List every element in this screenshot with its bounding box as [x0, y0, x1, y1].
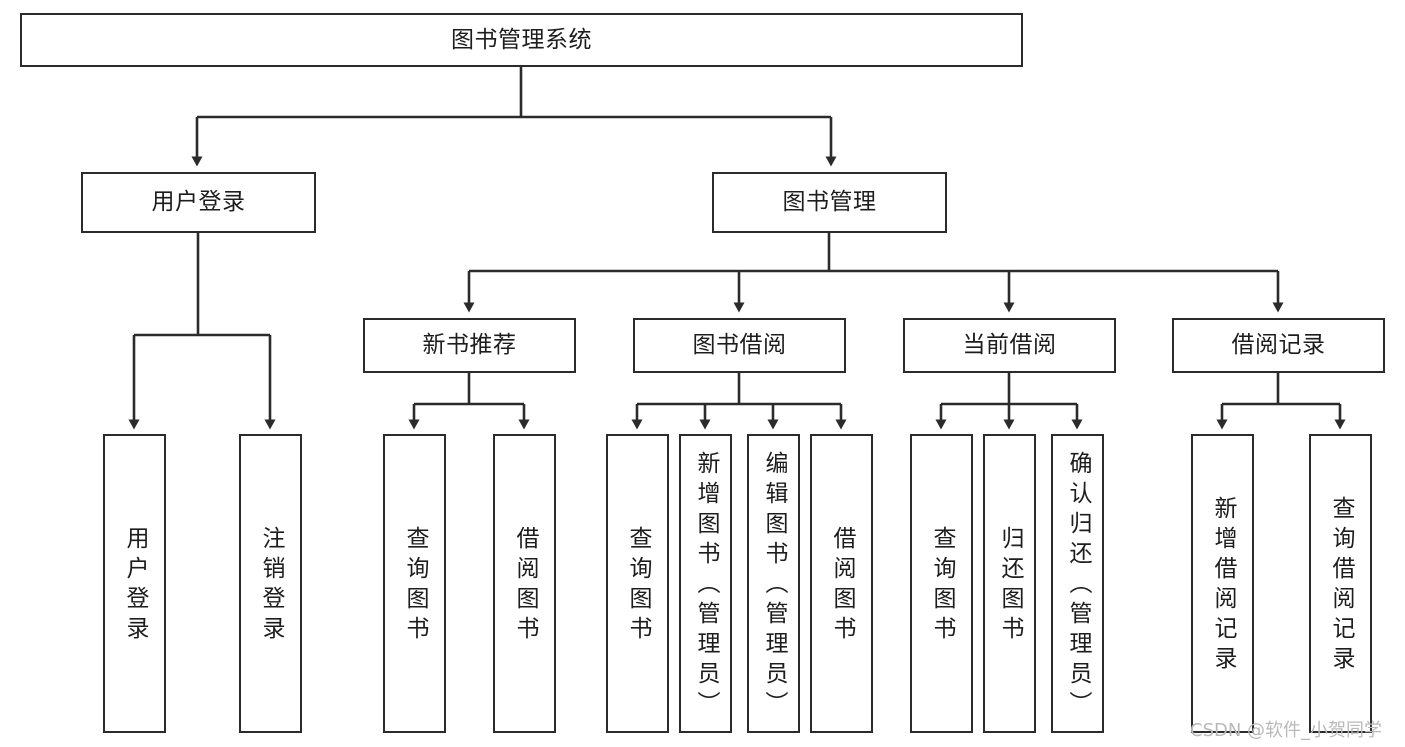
- node-label: 注销登录: [258, 525, 284, 646]
- node-book-borrow[interactable]: 图书借阅: [633, 318, 846, 373]
- leaf-edit-book-admin[interactable]: 编辑图书（管理员）: [747, 434, 800, 733]
- node-root-system[interactable]: 图书管理系统: [20, 13, 1023, 67]
- leaf-query-book-borrow[interactable]: 查询图书: [606, 434, 669, 733]
- node-user-login[interactable]: 用户登录: [81, 172, 316, 233]
- leaf-query-book-recommend[interactable]: 查询图书: [383, 434, 446, 733]
- node-borrow-records[interactable]: 借阅记录: [1172, 318, 1385, 373]
- leaf-logout[interactable]: 注销登录: [239, 434, 302, 733]
- node-label: 图书借阅: [692, 332, 787, 358]
- node-label: 用户登录: [151, 189, 246, 215]
- node-label: 图书管理系统: [451, 26, 592, 53]
- leaf-user-login[interactable]: 用户登录: [103, 434, 166, 733]
- leaf-query-book-current[interactable]: 查询图书: [910, 434, 973, 733]
- node-label: 借阅记录: [1231, 332, 1326, 358]
- node-label: 用户登录: [122, 525, 148, 646]
- leaf-add-book-admin[interactable]: 新增图书（管理员）: [679, 434, 732, 733]
- node-new-book-recommend[interactable]: 新书推荐: [363, 318, 576, 373]
- node-book-management[interactable]: 图书管理: [712, 172, 947, 233]
- node-label: 查询图书: [402, 525, 428, 646]
- node-label: 查询图书: [929, 525, 955, 646]
- node-label: 新增图书（管理员）: [693, 450, 719, 721]
- leaf-confirm-return-admin[interactable]: 确认归还（管理员）: [1051, 434, 1104, 733]
- csdn-watermark: CSDN @软件_小贺同学: [1190, 720, 1383, 741]
- node-label: 借阅图书: [829, 525, 855, 646]
- node-label: 新书推荐: [422, 332, 517, 358]
- node-current-borrow[interactable]: 当前借阅: [903, 318, 1116, 373]
- leaf-add-borrow-record[interactable]: 新增借阅记录: [1191, 434, 1254, 733]
- node-label: 查询图书: [625, 525, 651, 646]
- node-label: 图书管理: [782, 189, 877, 215]
- leaf-query-borrow-record[interactable]: 查询借阅记录: [1309, 434, 1372, 733]
- leaf-return-book[interactable]: 归还图书: [983, 434, 1036, 733]
- leaf-borrow-book-recommend[interactable]: 借阅图书: [493, 434, 556, 733]
- node-label: 当前借阅: [962, 332, 1057, 358]
- leaf-borrow-book[interactable]: 借阅图书: [810, 434, 873, 733]
- node-label: 归还图书: [997, 525, 1023, 646]
- node-label: 借阅图书: [512, 525, 538, 646]
- node-label: 新增借阅记录: [1210, 495, 1236, 676]
- node-label: 确认归还（管理员）: [1065, 450, 1091, 721]
- node-label: 编辑图书（管理员）: [761, 450, 787, 721]
- node-label: 查询借阅记录: [1328, 495, 1354, 676]
